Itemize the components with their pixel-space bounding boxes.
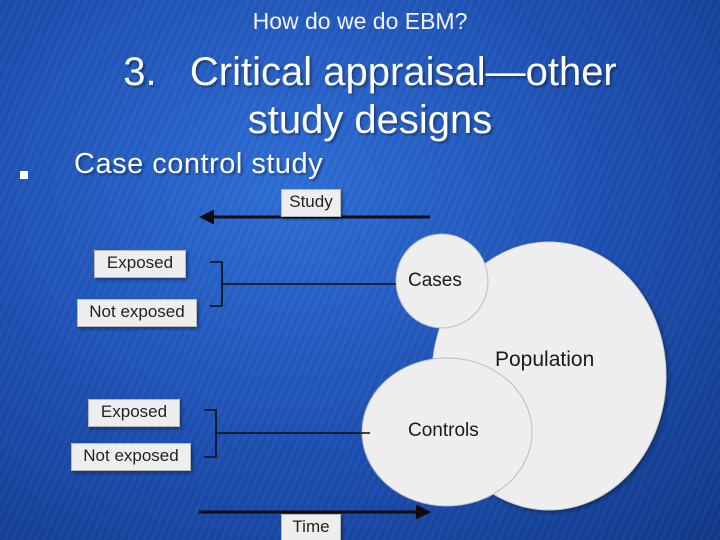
study-label: Study	[281, 189, 341, 217]
cases-circle	[395, 233, 489, 329]
controls-label: Controls	[408, 420, 479, 441]
upper-bracket	[210, 261, 223, 307]
controls-circle	[361, 357, 533, 507]
population-label: Population	[495, 348, 595, 371]
slide-title-line-1: 3. Critical appraisal—other	[123, 50, 617, 94]
slide-supertitle: How do we do EBM?	[252, 8, 468, 34]
bullet-square-icon	[20, 171, 28, 179]
lower-exposed-label: Exposed	[88, 399, 180, 427]
lower-bracket	[204, 409, 217, 458]
lower-not-exposed-label: Not exposed	[71, 443, 191, 471]
bullet-case-control: Case control study	[74, 148, 324, 180]
upper-not-exposed-label: Not exposed	[77, 299, 197, 327]
time-label: Time	[281, 514, 341, 540]
upper-exposed-label: Exposed	[94, 250, 186, 278]
cases-label: Cases	[408, 270, 462, 291]
slide-title-line-2: study designs	[247, 98, 493, 142]
slide-title: 3. Critical appraisal—other study design…	[70, 48, 670, 144]
